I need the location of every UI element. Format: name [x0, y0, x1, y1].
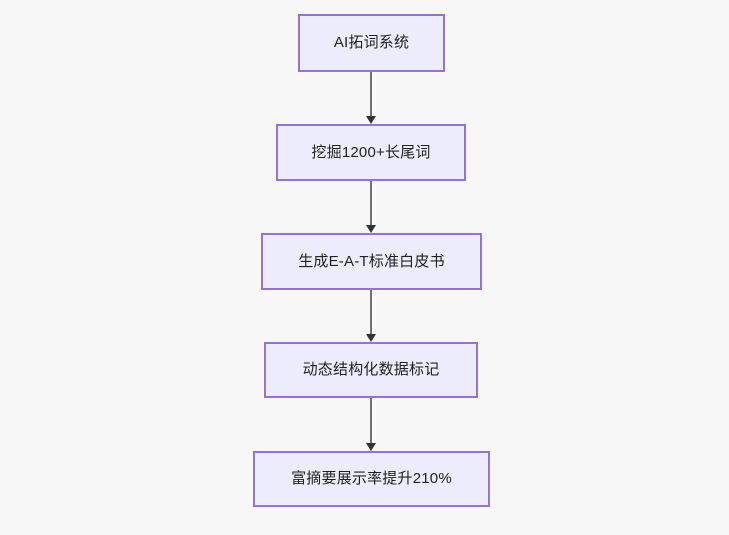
arrow-down-icon [366, 334, 376, 342]
flowchart-node-mine-longtail-keywords[interactable]: 挖掘1200+长尾词 [276, 124, 466, 181]
node-label: 挖掘1200+长尾词 [311, 143, 431, 161]
node-label: 动态结构化数据标记 [302, 361, 440, 378]
arrow-down-icon [366, 443, 376, 451]
edge-line [370, 72, 372, 116]
edge-line [370, 181, 372, 225]
flowchart-node-rich-snippet-impression-lift[interactable]: 富摘要展示率提升210% [253, 451, 490, 507]
flowchart-node-ai-keyword-system[interactable]: AI拓词系统 [298, 14, 445, 72]
flowchart-node-generate-eat-whitepaper[interactable]: 生成E-A-T标准白皮书 [261, 233, 482, 290]
edge-line [370, 290, 372, 334]
node-label: 富摘要展示率提升210% [291, 470, 452, 487]
node-label: AI拓词系统 [333, 34, 410, 51]
flowchart-node-dynamic-structured-data-markup[interactable]: 动态结构化数据标记 [264, 342, 478, 398]
edge-line [370, 398, 372, 443]
arrow-down-icon [366, 225, 376, 233]
node-label: 生成E-A-T标准白皮书 [298, 252, 445, 270]
arrow-down-icon [366, 116, 376, 124]
